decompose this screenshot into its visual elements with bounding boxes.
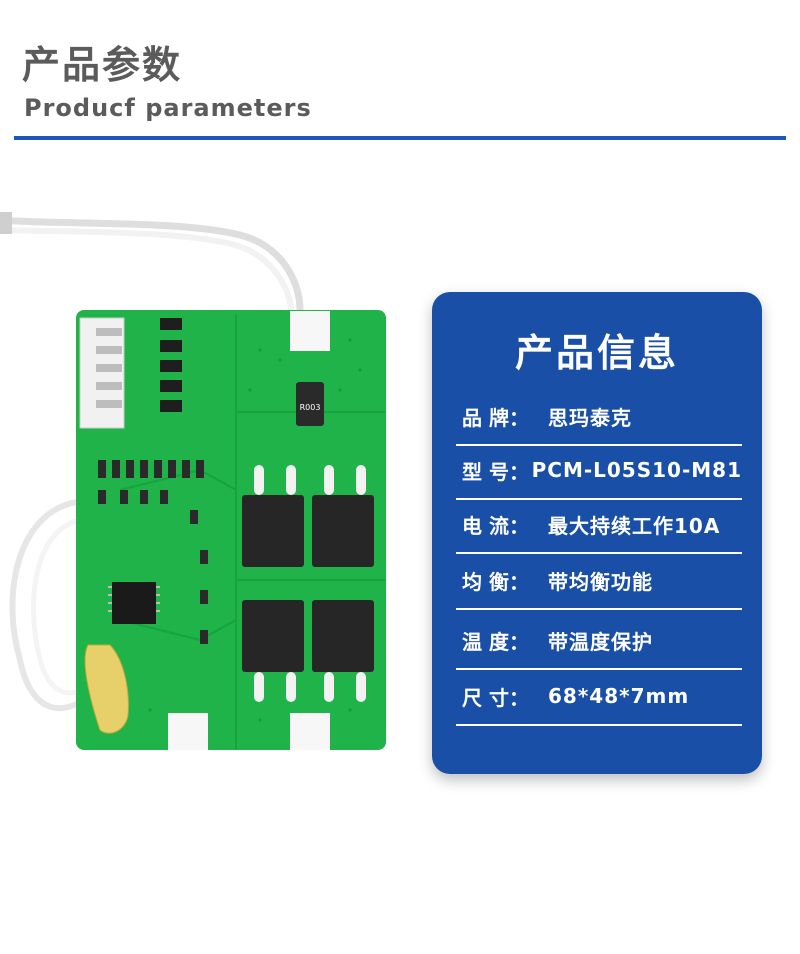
info-label: 温 度： [462,629,529,654]
resistor-array [160,318,182,412]
white-cable [0,212,304,712]
shunt-label: R003 [300,403,321,412]
pad-ctr [168,713,208,750]
mosfet-array [242,465,374,702]
info-value: 思玛泰克 [548,405,632,430]
title-divider [14,136,786,140]
info-value: PCM-L05S10-M81 [531,458,742,482]
protection-ic [112,582,156,624]
info-value: 带温度保护 [548,629,653,654]
info-label: 电 流： [462,513,529,538]
page-subtitle: Producf parameters [24,94,312,122]
balance-connector [79,317,125,429]
product-photo: R003 [0,190,420,770]
bms-board-image: R003 [0,212,386,750]
page-title: 产品参数 [22,43,183,87]
info-row-model: 型 号： PCM-L05S10-M81 [456,442,742,500]
card-title: 产品信息 [514,331,679,375]
thermistor [84,644,129,734]
info-row-current: 电 流： 最大持续工作10A [456,496,742,554]
info-label: 型 号： [462,459,529,484]
info-value: 最大持续工作10A [548,513,721,538]
info-row-brand: 品 牌： 思玛泰克 [456,388,742,446]
info-row-size: 尺 寸： 68*48*7mm [456,668,742,726]
info-value: 带均衡功能 [548,569,653,594]
info-label: 品 牌： [462,405,529,430]
info-row-temperature: 温 度： 带温度保护 [456,612,742,670]
product-info-card: 产品信息 品 牌： 思玛泰克 型 号： PCM-L05S10-M81 电 流： … [432,292,762,774]
pad-pminus [290,713,330,750]
shunt-resistor [296,382,324,426]
info-value: 68*48*7mm [548,684,690,708]
info-row-balance: 均 衡： 带均衡功能 [456,552,742,610]
info-label: 均 衡： [462,569,529,594]
pad-bplus [290,311,330,351]
info-label: 尺 寸： [462,685,529,710]
